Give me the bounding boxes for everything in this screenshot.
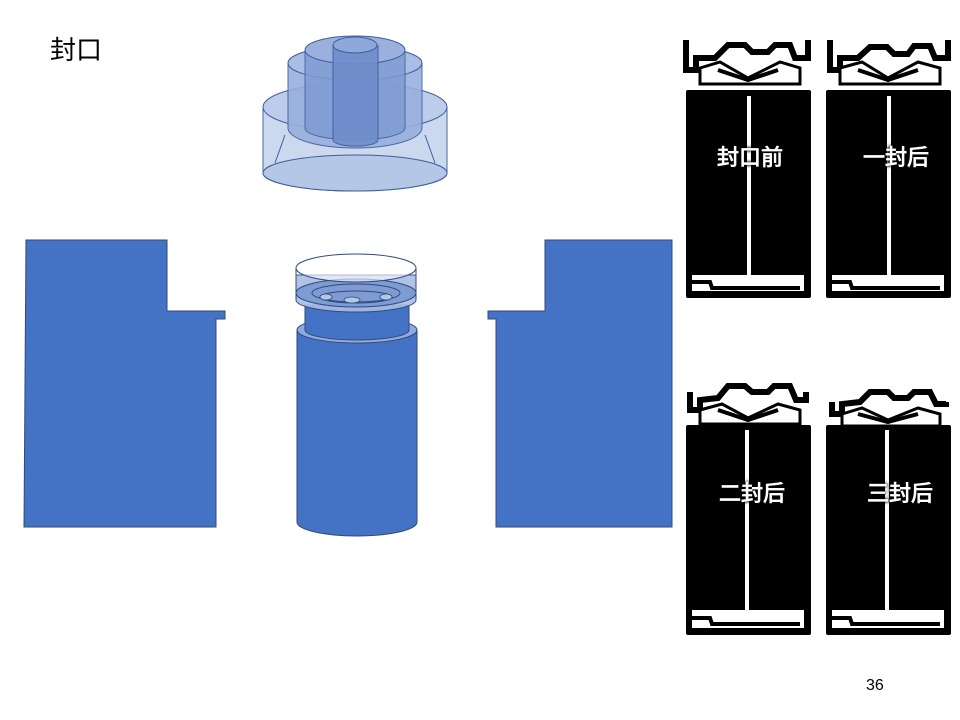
slide-title: 封口 — [50, 36, 103, 66]
upper-sealing-die — [262, 35, 448, 192]
stage-label-second-seal: 二封后 — [718, 481, 785, 507]
page-number: 36 — [866, 677, 884, 694]
section-panel-first-seal — [826, 40, 951, 298]
section-panel-second-seal — [686, 383, 811, 635]
left-side-mold — [23, 239, 226, 528]
section-panel-before — [683, 40, 811, 298]
stage-label-before: 封口前 — [716, 145, 783, 171]
right-side-mold — [487, 239, 673, 528]
battery-can — [295, 253, 418, 537]
stage-label-first-seal: 一封后 — [862, 145, 929, 171]
stage-label-third-seal: 三封后 — [866, 481, 933, 507]
section-panel-third-seal — [826, 389, 951, 635]
